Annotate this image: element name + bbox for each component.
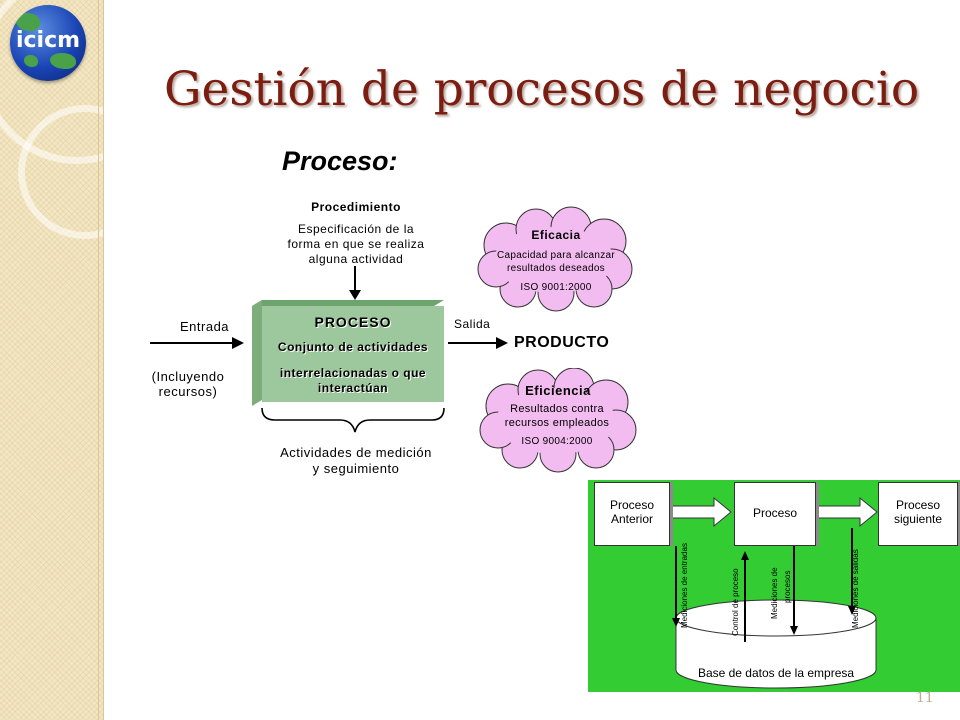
decorative-side-strip xyxy=(0,0,174,720)
proceso-box-label: Proceso xyxy=(752,506,798,520)
proceso-siguiente-box: Proceso siguiente xyxy=(878,482,958,546)
control-proceso-label: Control de proceso xyxy=(731,568,740,636)
proceso-siguiente-line: Proceso xyxy=(895,498,941,512)
entrada-arrowhead xyxy=(232,337,244,349)
proceso-anterior-line: Anterior xyxy=(610,512,654,526)
medicion-line: y seguimiento xyxy=(312,461,400,476)
medicion-line: Actividades de medición xyxy=(280,445,432,460)
mediciones-entradas-label: Mediciones de entradas xyxy=(680,543,689,628)
page-number: 11 xyxy=(916,690,934,706)
proceso-anterior-box: Proceso Anterior xyxy=(594,482,670,546)
producto-label: PRODUCTO xyxy=(514,334,610,351)
procedimiento-line: Especificación de la xyxy=(297,222,415,236)
salida-arrowhead xyxy=(496,337,508,349)
eficiencia-line: recursos empleados xyxy=(504,417,610,429)
recursos-label: recursos) xyxy=(158,384,218,399)
section-subtitle: Proceso: xyxy=(282,146,398,176)
process-box-line: interactúan xyxy=(317,381,389,395)
icicm-logo: icicm xyxy=(10,5,86,81)
mediciones-procesos-label: procesos xyxy=(783,570,792,603)
database-label: Base de datos de la empresa xyxy=(697,666,855,680)
eficiencia-heading: Eficiencia xyxy=(525,383,591,398)
database-cylinder-body xyxy=(675,618,877,689)
mediciones-salidas-label: Mediciones de salidas xyxy=(851,549,860,628)
process-box-heading: PROCESO xyxy=(314,314,392,330)
strip-divider xyxy=(103,0,104,720)
flow-arrow-proceso-to-siguiente xyxy=(817,496,878,528)
process-box-side xyxy=(252,300,262,406)
process-box-top xyxy=(252,300,444,306)
globe-land xyxy=(50,53,76,69)
eficiencia-line: Resultados contra xyxy=(510,403,604,415)
process-box-front xyxy=(262,306,444,402)
page-title: Gestión de procesos de negocio xyxy=(164,62,920,117)
eficacia-line: Capacidad para alcanzar xyxy=(496,250,616,261)
eficacia-heading: Eficacia xyxy=(531,228,581,242)
process-box-line: interrelacionadas o que xyxy=(279,366,427,380)
procedimiento-line: alguna actividad xyxy=(308,252,404,266)
strip-divider xyxy=(98,0,99,720)
mediciones-salidas-arrowhead xyxy=(848,606,856,615)
process-flow-graphics xyxy=(671,496,878,689)
globe-land xyxy=(16,13,40,31)
proceso-siguiente-line: siguiente xyxy=(893,512,943,526)
procedimiento-line: forma en que se realiza xyxy=(287,237,425,251)
measurement-brace xyxy=(261,407,445,433)
salida-label: Salida xyxy=(454,317,491,331)
eficacia-cloud xyxy=(477,206,633,312)
proceso-anterior-line: Proceso xyxy=(609,498,655,512)
procedimiento-arrowhead xyxy=(349,290,361,300)
eficiencia-iso: ISO 9004:2000 xyxy=(521,436,593,447)
incluyendo-label: (Incluyendo xyxy=(151,369,225,384)
control-proceso-arrowhead xyxy=(741,551,749,560)
mediciones-entradas-arrowhead xyxy=(672,618,680,627)
mediciones-procesos-arrowhead xyxy=(790,626,798,635)
flow-arrow-anterior-to-proceso xyxy=(671,496,732,528)
proceso-box: Proceso xyxy=(734,482,816,546)
process-box-line: Conjunto de actividades xyxy=(277,340,429,354)
globe-land xyxy=(24,55,38,67)
procedimiento-heading: Procedimiento xyxy=(311,200,401,214)
mediciones-procesos-label: Mediciones de xyxy=(770,567,779,619)
decorative-ring xyxy=(18,105,152,239)
logo-text: icicm xyxy=(15,28,81,53)
eficiencia-cloud xyxy=(479,368,637,473)
entrada-label: Entrada xyxy=(180,319,230,334)
eficacia-iso: ISO 9001:2000 xyxy=(520,282,592,293)
eficacia-line: resultados deseados xyxy=(507,263,605,274)
